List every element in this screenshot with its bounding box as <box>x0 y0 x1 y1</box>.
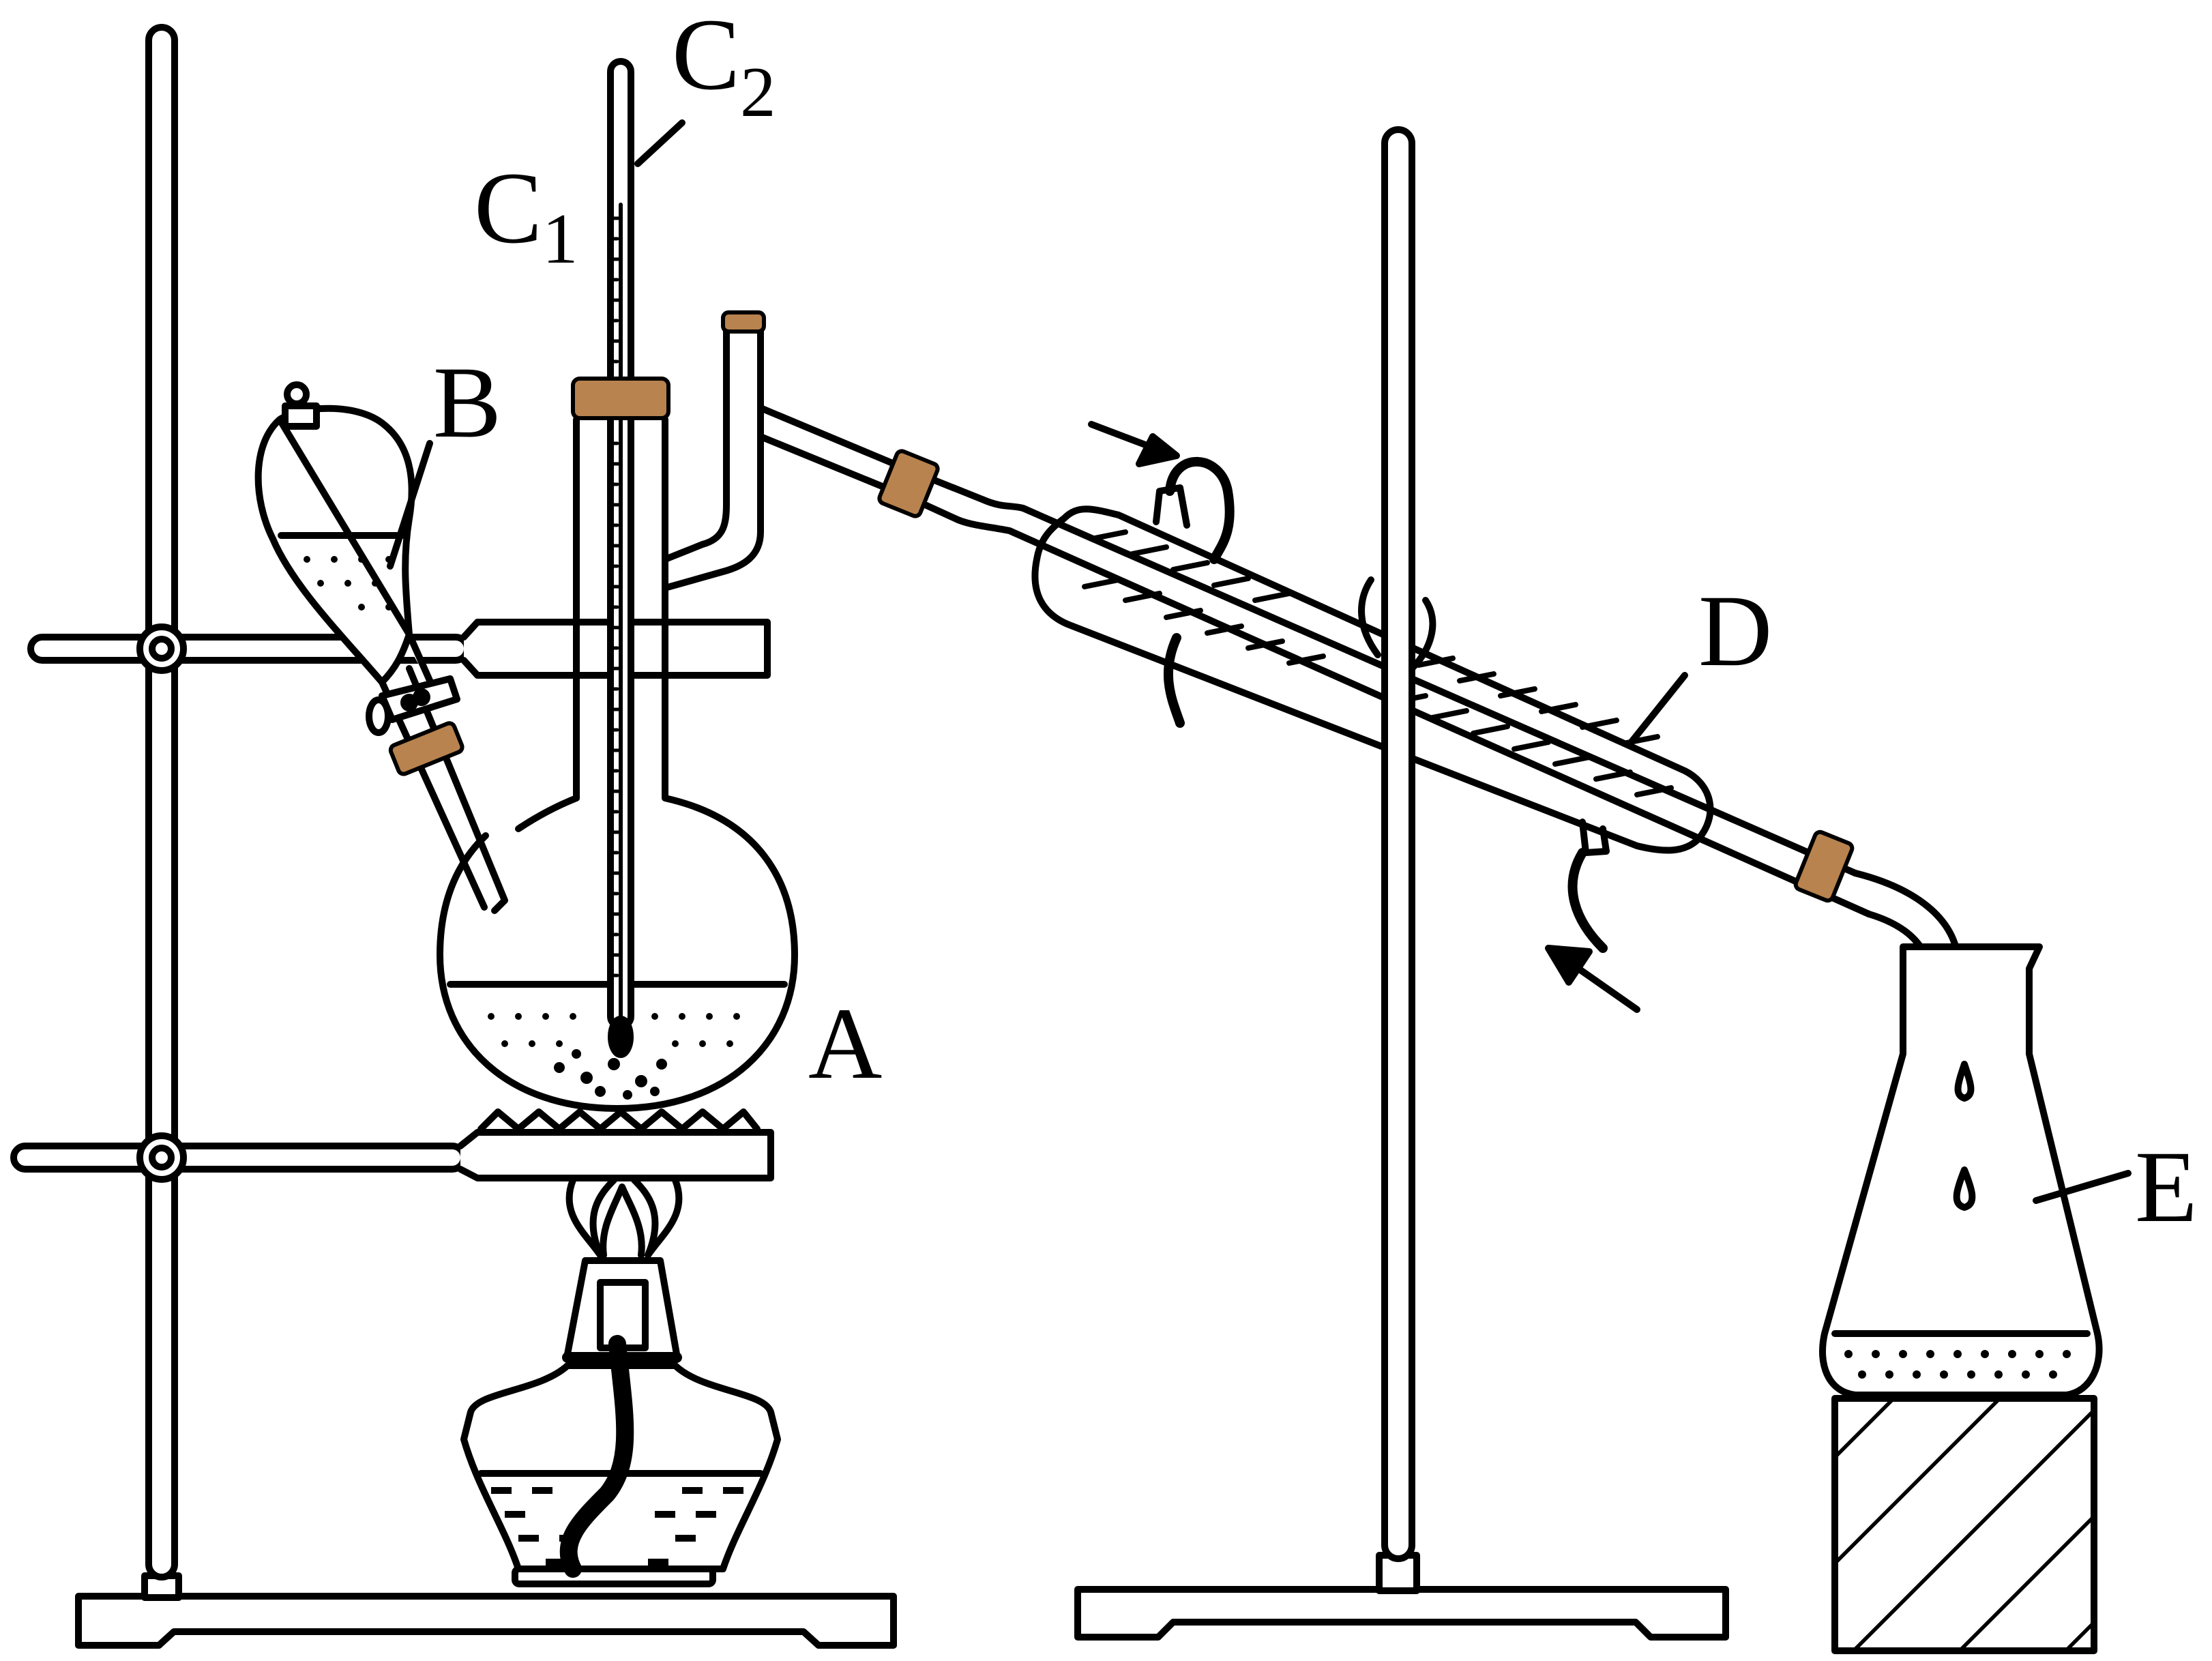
right-iron-stand <box>1074 126 1729 1641</box>
left-iron-stand <box>10 24 897 1649</box>
lower-ring-arm <box>10 1143 467 1173</box>
funnel-stopper-knob <box>284 381 310 407</box>
distilling-flask <box>437 324 911 1112</box>
upper-boss-head <box>136 623 187 674</box>
rubber-stoppers <box>388 310 1855 903</box>
thermometer-scale <box>608 216 623 978</box>
adapter-stopper <box>1793 829 1855 903</box>
thermometer <box>607 58 634 1058</box>
lower-water-nozzle <box>1579 819 1610 856</box>
lower-ring-jaw <box>457 1129 774 1181</box>
right-stand-rod <box>1381 126 1415 1562</box>
inner-tube-lower <box>904 493 1872 917</box>
label-c2-subscript: 2 <box>740 52 776 132</box>
label-b-leader <box>387 440 433 570</box>
funnel-stopper <box>282 402 320 430</box>
label-c1: C <box>474 151 542 265</box>
lamp-alcohol-marks <box>491 1487 743 1566</box>
label-c1-subscript: 1 <box>542 199 578 278</box>
funnel-liquid-dots <box>304 556 392 611</box>
wooden-block <box>1831 1395 2097 1654</box>
condenser-coolant-marks <box>1082 529 1674 797</box>
funnel-stem-stopper <box>388 721 464 776</box>
condenser <box>904 421 1964 1013</box>
alcohol-lamp <box>460 1177 781 1587</box>
branch-tip-stopper <box>721 310 766 334</box>
upper-boss-center <box>149 636 175 662</box>
label-e-leader <box>2033 1170 2132 1204</box>
flask-outline <box>437 416 798 1112</box>
water-inlet-arrow-head <box>1545 945 1593 986</box>
lower-boss-center <box>149 1145 175 1171</box>
flask-branch-tube <box>662 324 764 591</box>
label-c2-leader <box>634 119 685 167</box>
funnel-body <box>254 405 440 699</box>
drop-1 <box>1954 1061 1975 1102</box>
inner-tube-upper <box>904 466 1859 877</box>
condenser-inlet-stopper <box>877 449 940 518</box>
water-outlet-arrow-head <box>1136 433 1180 467</box>
wire-gauze <box>477 1108 761 1132</box>
right-stand-base <box>1074 1586 1729 1641</box>
label-a: A <box>808 987 882 1100</box>
water-outlet-hose <box>1165 456 1235 564</box>
stopcock-handle <box>366 696 392 736</box>
separatory-funnel <box>254 381 508 914</box>
receiving-liquid-dots <box>1844 1350 2071 1379</box>
receiving-flask <box>1819 943 2103 1398</box>
label-c2: C <box>672 0 740 111</box>
right-condenser-clamp <box>1358 576 1436 672</box>
thermometer-bulb <box>608 1016 634 1058</box>
water-inlet-hose <box>1163 633 1185 728</box>
stopcock-dot-2 <box>413 688 430 706</box>
label-e: E <box>2135 1130 2198 1244</box>
lamp-cap <box>564 1257 680 1357</box>
flame-outer-right <box>631 1177 683 1259</box>
flask-sidearm-joint <box>515 795 580 832</box>
flame-inner <box>600 1184 645 1259</box>
lower-water-hose <box>1567 848 1608 953</box>
left-stand-rod <box>145 24 178 1581</box>
lower-boss-head <box>136 1132 187 1183</box>
label-b: B <box>433 346 501 459</box>
left-stand-base <box>75 1593 897 1649</box>
label-d: D <box>1698 574 1772 688</box>
label-d-leader <box>1627 672 1688 747</box>
flask-neck-stopper <box>571 377 670 420</box>
flask-liquid-dots <box>488 1013 740 1100</box>
drop-2 <box>1953 1166 1976 1211</box>
lamp-base <box>512 1566 716 1587</box>
